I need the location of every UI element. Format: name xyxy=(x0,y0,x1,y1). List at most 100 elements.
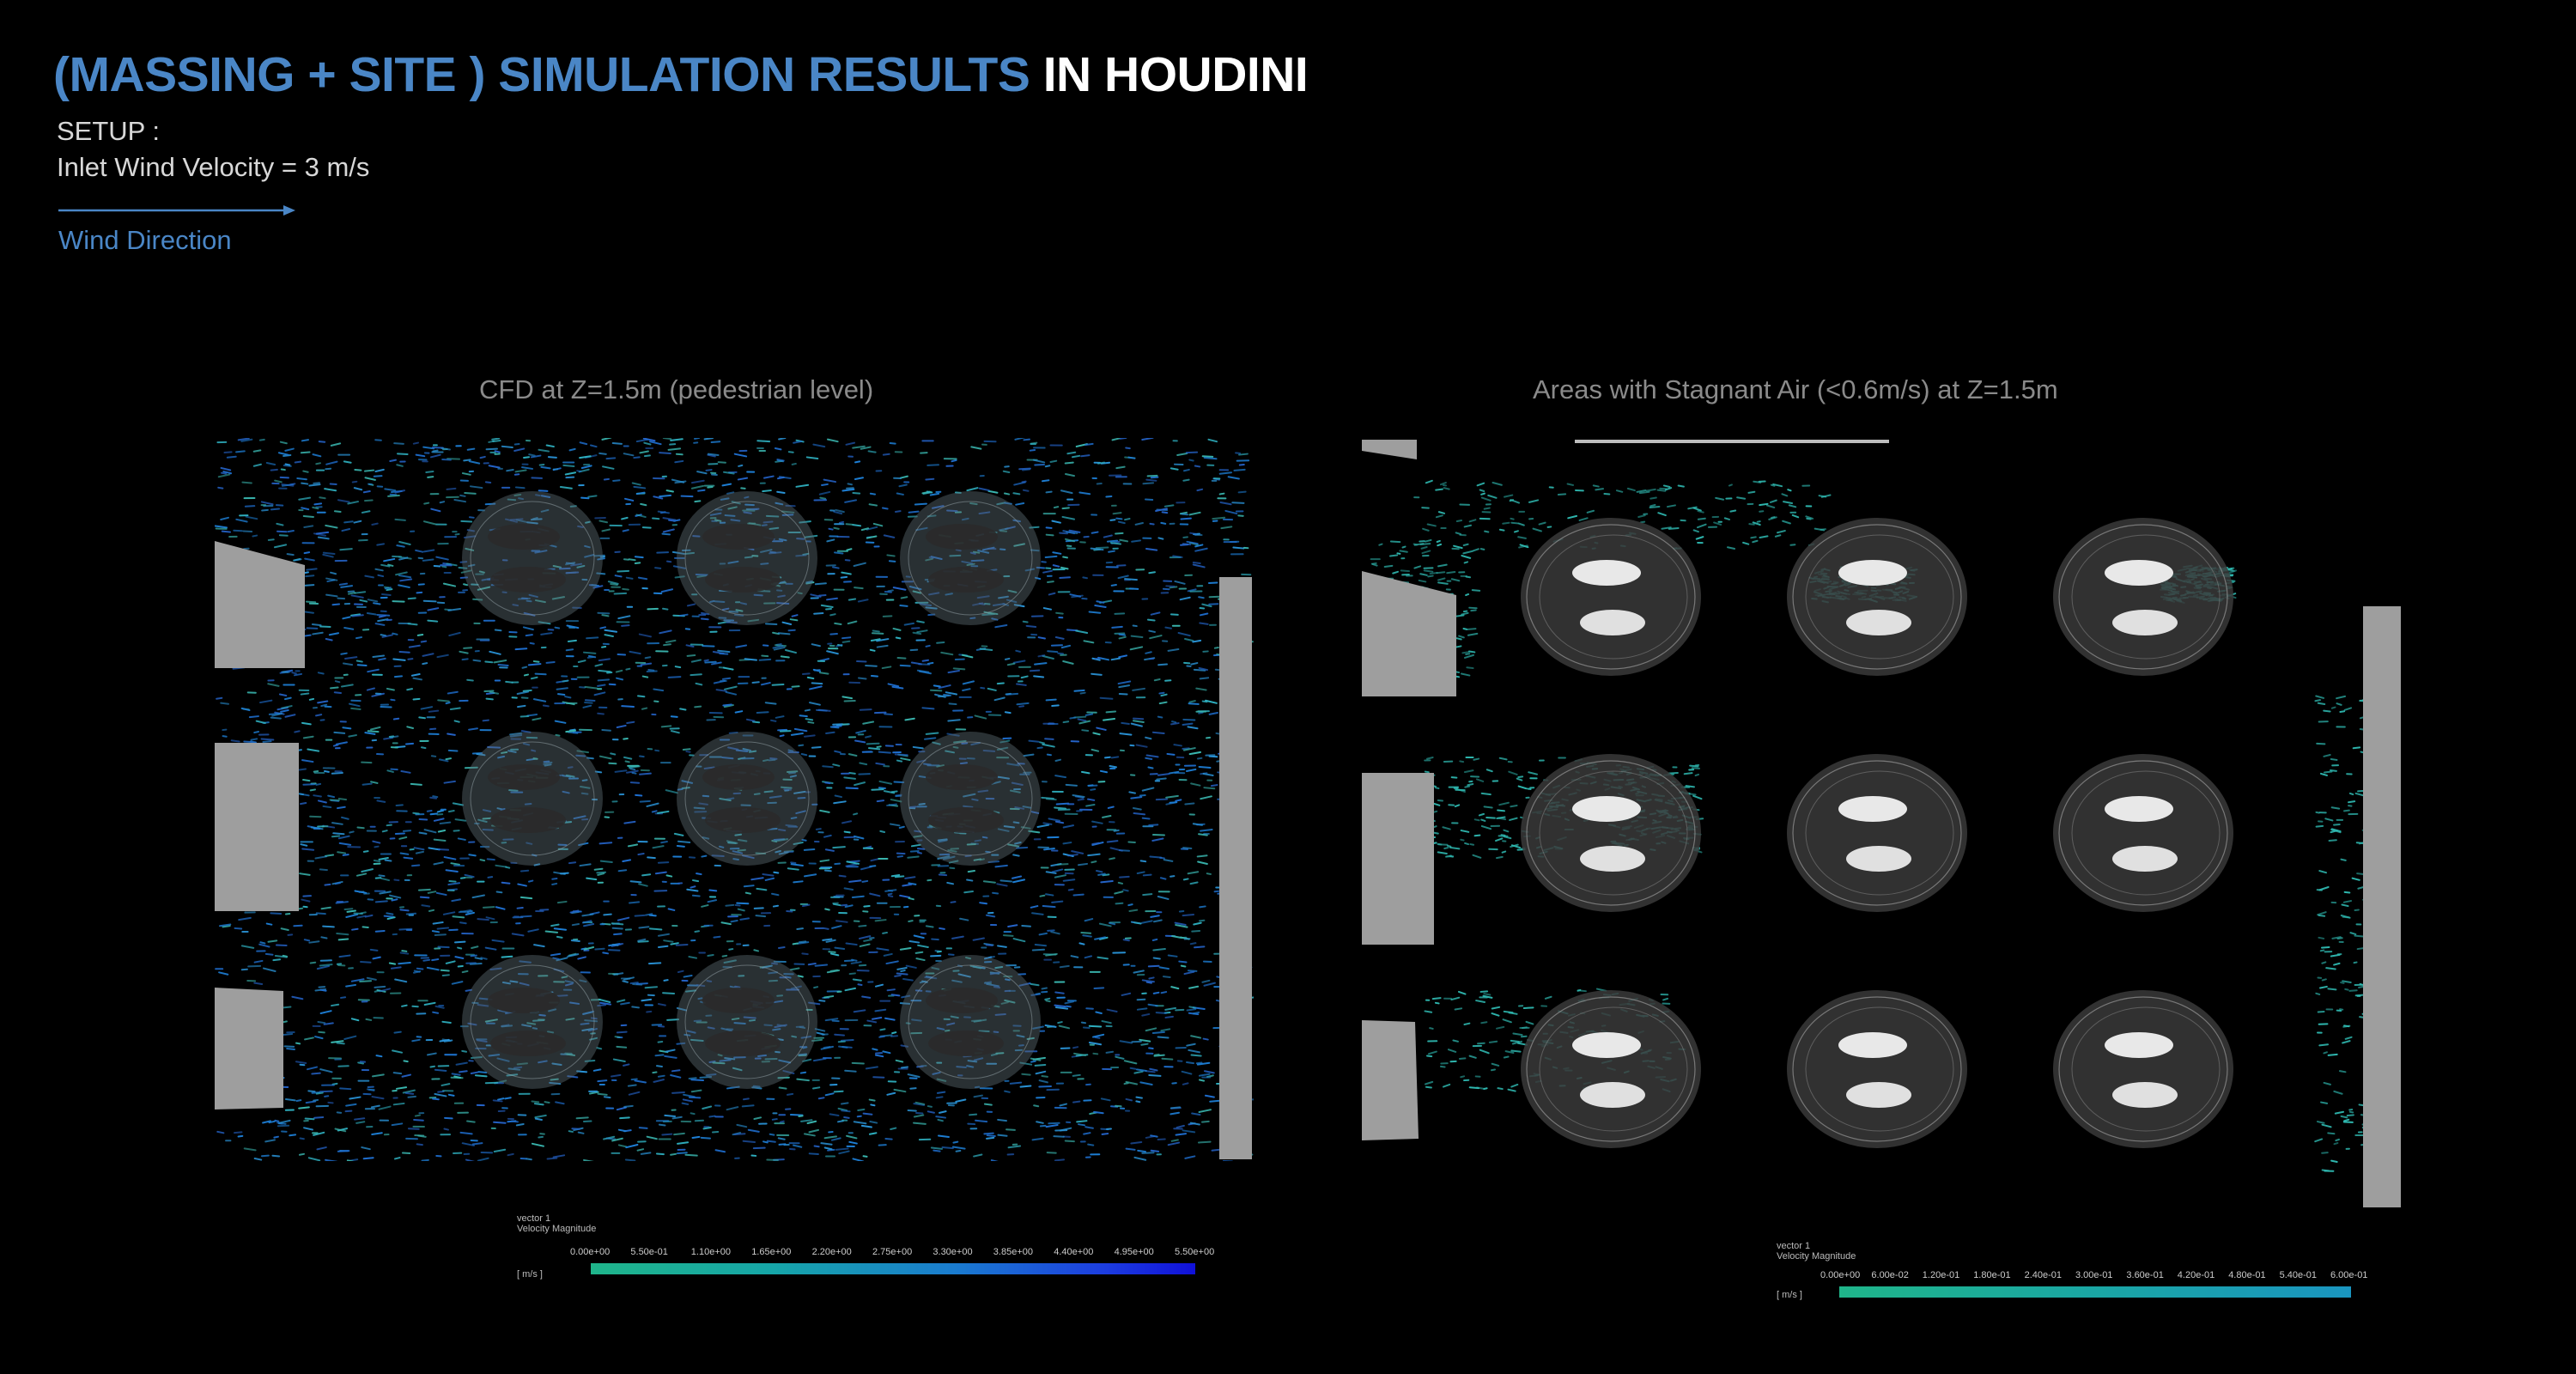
velocity-vector xyxy=(398,541,411,546)
velocity-vector xyxy=(393,442,404,445)
velocity-vector xyxy=(733,614,744,617)
velocity-vector xyxy=(379,988,392,993)
velocity-vector xyxy=(763,475,775,479)
velocity-vector xyxy=(803,1133,816,1137)
velocity-vector xyxy=(1469,843,1475,846)
colorbar-tick-label: 3.30e+00 xyxy=(933,1247,973,1257)
velocity-vector xyxy=(1465,575,1472,579)
velocity-vector xyxy=(538,1013,546,1017)
velocity-vector xyxy=(601,728,611,732)
velocity-vector xyxy=(487,876,494,879)
velocity-vector xyxy=(1021,924,1031,927)
velocity-vector xyxy=(830,1137,841,1141)
velocity-vector xyxy=(304,557,315,562)
velocity-vector xyxy=(1759,535,1769,538)
velocity-vector xyxy=(570,939,580,943)
velocity-vector xyxy=(1103,534,1113,538)
velocity-vector xyxy=(484,1018,498,1023)
velocity-vector xyxy=(406,688,414,691)
left-legend-caption: vector 1 Velocity Magnitude xyxy=(517,1213,596,1234)
velocity-vector xyxy=(1115,532,1124,535)
velocity-vector xyxy=(577,525,584,528)
velocity-vector xyxy=(579,455,592,459)
velocity-vector xyxy=(1199,905,1206,909)
velocity-vector xyxy=(844,559,851,562)
velocity-vector xyxy=(1170,467,1179,471)
velocity-vector xyxy=(614,769,628,773)
velocity-vector xyxy=(714,1149,726,1153)
velocity-vector xyxy=(350,978,365,982)
velocity-vector xyxy=(874,1008,887,1012)
mass-envelope xyxy=(900,955,1041,1089)
velocity-vector xyxy=(533,944,545,948)
velocity-vector xyxy=(1480,792,1492,796)
velocity-vector xyxy=(479,455,486,459)
velocity-vector xyxy=(443,856,457,860)
velocity-vector xyxy=(324,488,337,492)
velocity-vector xyxy=(882,615,893,617)
velocity-vector xyxy=(283,1045,295,1048)
velocity-vector xyxy=(859,708,872,711)
velocity-vector xyxy=(1476,482,1485,487)
velocity-vector xyxy=(1188,1006,1196,1009)
velocity-vector xyxy=(1127,456,1136,459)
velocity-vector xyxy=(532,698,547,702)
velocity-vector xyxy=(1190,1054,1202,1057)
velocity-vector xyxy=(477,1157,489,1161)
velocity-vector xyxy=(709,599,715,603)
velocity-vector xyxy=(853,812,859,816)
velocity-vector xyxy=(594,663,604,667)
velocity-vector xyxy=(464,873,475,879)
velocity-vector xyxy=(962,688,971,691)
velocity-vector xyxy=(1198,765,1212,769)
velocity-vector xyxy=(938,684,951,690)
velocity-vector xyxy=(661,532,671,536)
velocity-vector xyxy=(415,549,424,553)
velocity-vector xyxy=(337,938,349,941)
velocity-vector xyxy=(1508,770,1518,775)
velocity-vector xyxy=(1213,647,1219,649)
velocity-vector xyxy=(700,611,710,616)
velocity-vector xyxy=(534,1114,547,1119)
velocity-vector xyxy=(325,1158,337,1161)
velocity-vector xyxy=(788,771,796,775)
velocity-vector xyxy=(484,660,494,664)
tower-top xyxy=(488,988,560,1013)
mass-envelope xyxy=(677,732,817,866)
velocity-vector xyxy=(824,781,831,785)
velocity-vector xyxy=(1208,603,1219,605)
velocity-vector xyxy=(253,1158,263,1161)
velocity-vector xyxy=(1172,555,1183,558)
velocity-vector xyxy=(930,1146,944,1150)
velocity-vector xyxy=(482,719,489,722)
velocity-vector xyxy=(1065,783,1078,787)
velocity-vector xyxy=(366,611,377,616)
velocity-vector xyxy=(916,669,930,673)
velocity-vector xyxy=(961,742,969,745)
velocity-vector xyxy=(863,939,872,942)
velocity-vector xyxy=(828,951,836,953)
velocity-vector xyxy=(534,550,548,554)
velocity-vector xyxy=(1012,875,1023,879)
mass-envelope xyxy=(677,955,817,1089)
velocity-vector xyxy=(1491,1012,1500,1017)
velocity-vector xyxy=(545,660,556,664)
velocity-vector xyxy=(337,851,347,854)
velocity-vector xyxy=(671,550,685,555)
velocity-vector xyxy=(1044,1024,1057,1028)
velocity-vector xyxy=(556,994,568,997)
velocity-vector xyxy=(501,1024,513,1028)
velocity-vector xyxy=(278,1119,291,1124)
velocity-vector xyxy=(761,654,769,658)
velocity-vector xyxy=(1132,717,1145,720)
velocity-vector xyxy=(824,1018,839,1022)
velocity-vector xyxy=(805,581,813,584)
velocity-vector xyxy=(1029,449,1036,452)
velocity-vector xyxy=(1477,1042,1485,1045)
velocity-vector xyxy=(2352,746,2361,750)
velocity-vector xyxy=(795,810,806,815)
velocity-vector xyxy=(1189,942,1197,945)
velocity-vector xyxy=(1030,982,1040,987)
velocity-vector xyxy=(293,924,303,927)
velocity-vector xyxy=(605,1137,617,1140)
